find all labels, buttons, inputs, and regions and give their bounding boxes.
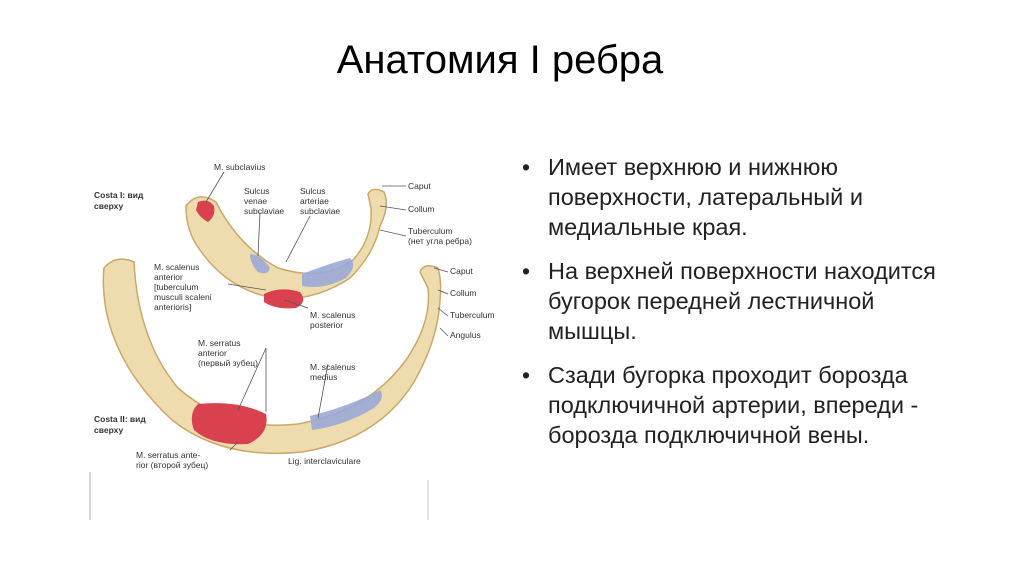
- bullet-text: Сзади бугорка проходит борозда подключич…: [548, 362, 919, 448]
- subclavius-attachment: [196, 200, 215, 222]
- label-subclavius: M. subclavius: [214, 162, 266, 172]
- label-scalenus-post-1: M. scalenus: [310, 310, 355, 320]
- label-tuberculum-2: Tuberculum: [450, 310, 495, 320]
- first-rib-shape: [185, 188, 387, 300]
- label-collum-2: Collum: [450, 288, 476, 298]
- rib-diagram-svg: Costa I: вид сверху M. subclavius Sulcus…: [89, 162, 495, 520]
- slide-title: Анатомия I ребра: [336, 38, 664, 82]
- label-scalenus-post-2: posterior: [310, 320, 343, 330]
- bullet-marker: •: [522, 258, 531, 284]
- label-caput-2: Caput: [450, 266, 473, 276]
- sulcus-venae-groove: [250, 254, 270, 274]
- leader-lines: [205, 171, 449, 451]
- label-costa1-1: Costa I: вид: [94, 190, 144, 200]
- label-costa1-2: сверху: [94, 201, 123, 211]
- label-tuberculum-1-note: (нет угла ребра): [408, 236, 472, 246]
- rib-anatomy-illustration: Costa I: вид сверху M. subclavius Sulcus…: [88, 150, 498, 522]
- label-tuberculum-1: Tuberculum: [408, 226, 453, 236]
- label-serratus-1-1: M. serratus: [198, 338, 241, 348]
- bullet-list: • Имеет верхнюю и нижнюю поверхности, ла…: [522, 152, 942, 464]
- bullet-text: На верхней поверхности находится бугорок…: [548, 258, 936, 344]
- label-serratus-1-3: (первый зубец): [198, 358, 258, 368]
- label-serratus-2-2: rior (второй зубец): [136, 460, 208, 470]
- label-scalenus-ant-4: musculi scaleni: [154, 292, 212, 302]
- label-scalenus-ant-1: M. scalenus: [154, 262, 199, 272]
- label-scalenus-med-1: M. scalenus: [310, 362, 355, 372]
- bullet-item: • Сзади бугорка проходит борозда подключ…: [522, 360, 942, 450]
- label-serratus-1-2: anterior: [198, 348, 227, 358]
- bullet-marker: •: [522, 362, 531, 388]
- bullet-item: • На верхней поверхности находится бугор…: [522, 256, 942, 346]
- label-scalenus-ant-2: anterior: [154, 272, 183, 282]
- label-sulcus-art-3: subclaviae: [300, 206, 340, 216]
- bullet-item: • Имеет верхнюю и нижнюю поверхности, ла…: [522, 152, 942, 242]
- label-lig-intercl: Lig. interclaviculare: [288, 456, 361, 466]
- label-caput-1: Caput: [408, 181, 431, 191]
- label-sulcus-art-2: arteriae: [300, 196, 329, 206]
- label-scalenus-med-2: medius: [310, 372, 337, 382]
- scalenus-anterior-attachment: [264, 289, 304, 309]
- label-costa2-1: Costa II: вид: [94, 414, 146, 424]
- label-collum-1: Collum: [408, 204, 434, 214]
- bullet-text: Имеет верхнюю и нижнюю поверхности, лате…: [548, 154, 863, 240]
- label-scalenus-ant-5: anterioris]: [154, 302, 191, 312]
- label-costa2-2: сверху: [94, 425, 123, 435]
- label-angulus: Angulus: [450, 330, 481, 340]
- label-sulcus-venae-3: subclaviae: [244, 206, 284, 216]
- label-sulcus-art-1: Sulcus: [300, 186, 326, 196]
- bullet-marker: •: [522, 154, 531, 180]
- label-sulcus-venae-1: Sulcus: [244, 186, 270, 196]
- label-sulcus-venae-2: venae: [244, 196, 267, 206]
- serratus-anterior-attachment: [191, 403, 267, 445]
- sulcus-arteriae-groove: [302, 258, 354, 287]
- label-scalenus-ant-3: [tuberculum: [154, 282, 198, 292]
- scalenus-medius-area: [310, 390, 382, 430]
- label-serratus-2-1: M. serratus ante-: [136, 450, 200, 460]
